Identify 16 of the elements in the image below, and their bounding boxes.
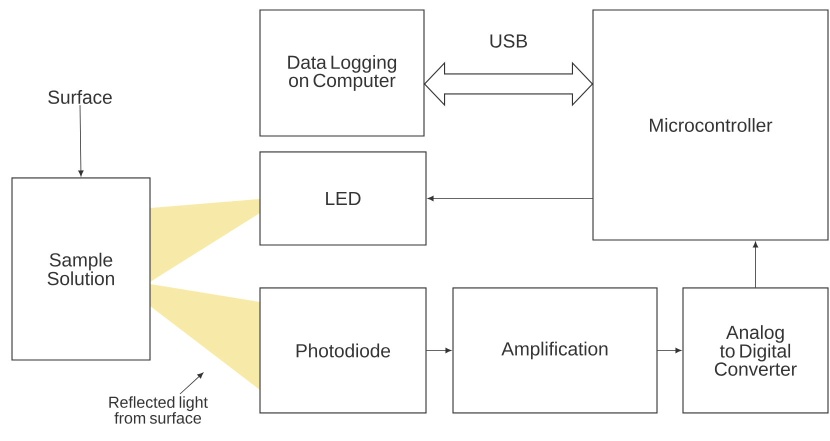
arrow <box>428 196 593 202</box>
process-box: Amplification <box>452 287 658 414</box>
process-box: Sample Solution <box>11 177 151 361</box>
arrow <box>426 348 452 354</box>
process-box: Photodiode <box>259 287 427 414</box>
text-label: Surface <box>48 90 112 104</box>
process-box: LED <box>259 151 427 246</box>
process-box: Microcontroller <box>592 9 829 241</box>
arrow <box>78 104 84 176</box>
text-label: Reflected light from surface <box>109 396 208 424</box>
leader-line <box>180 372 204 394</box>
process-box: Data Logging on Computer <box>259 9 425 137</box>
edge-label: USB <box>490 34 527 48</box>
process-box: Analog to Digital Converter <box>682 287 829 414</box>
arrow <box>752 242 758 288</box>
arrow <box>657 348 682 354</box>
